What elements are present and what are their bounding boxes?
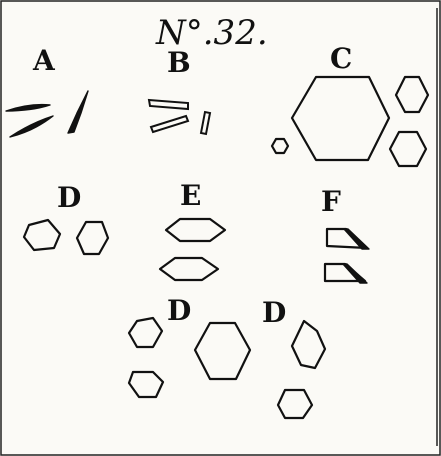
figure-a-crystals: [6, 91, 88, 137]
hexagon-crystal: [24, 220, 60, 250]
elongated-hexagon-crystal: [160, 258, 218, 280]
hexagon-crystal: [396, 77, 428, 112]
needle-crystal: [6, 105, 50, 111]
hexagon-crystal-small: [272, 139, 288, 153]
prism-crystal: [149, 100, 188, 109]
figure-b-crystals: [149, 100, 210, 134]
hexagon-crystal: [278, 390, 312, 418]
hexagon-crystal: [77, 222, 108, 254]
elongated-hexagon-crystal: [292, 321, 325, 368]
figure-label-d-lower-left: D: [167, 294, 191, 327]
figure-label-d-lower-right: D: [262, 296, 286, 329]
figure-label-c: C: [330, 42, 352, 75]
elongated-hexagon-crystal: [166, 219, 225, 241]
figure-label-d: D: [57, 181, 81, 214]
figure-label-b: B: [167, 46, 191, 79]
hexagon-crystal: [129, 372, 163, 397]
needle-crystal: [68, 91, 88, 133]
hexagon-crystal-large: [195, 323, 250, 379]
prism-crystal: [151, 116, 188, 132]
prism-crystal: [201, 112, 210, 134]
figure-c-crystals: [272, 77, 428, 166]
figure-f-crystals: [325, 229, 369, 283]
hexagon-crystal-large: [292, 77, 389, 160]
figure-e-crystals: [160, 219, 225, 280]
figure-d-lower-right-crystals: [278, 321, 325, 418]
hexagon-crystal: [129, 318, 162, 347]
hexagon-crystal: [390, 132, 426, 166]
figure-label-f: F: [321, 185, 341, 218]
needle-crystal: [10, 116, 53, 137]
figure-label-e: E: [180, 179, 201, 212]
figure-d-lower-left-crystals: [129, 318, 250, 397]
figure-label-a: A: [32, 44, 56, 77]
figure-d-crystals: [24, 220, 108, 254]
